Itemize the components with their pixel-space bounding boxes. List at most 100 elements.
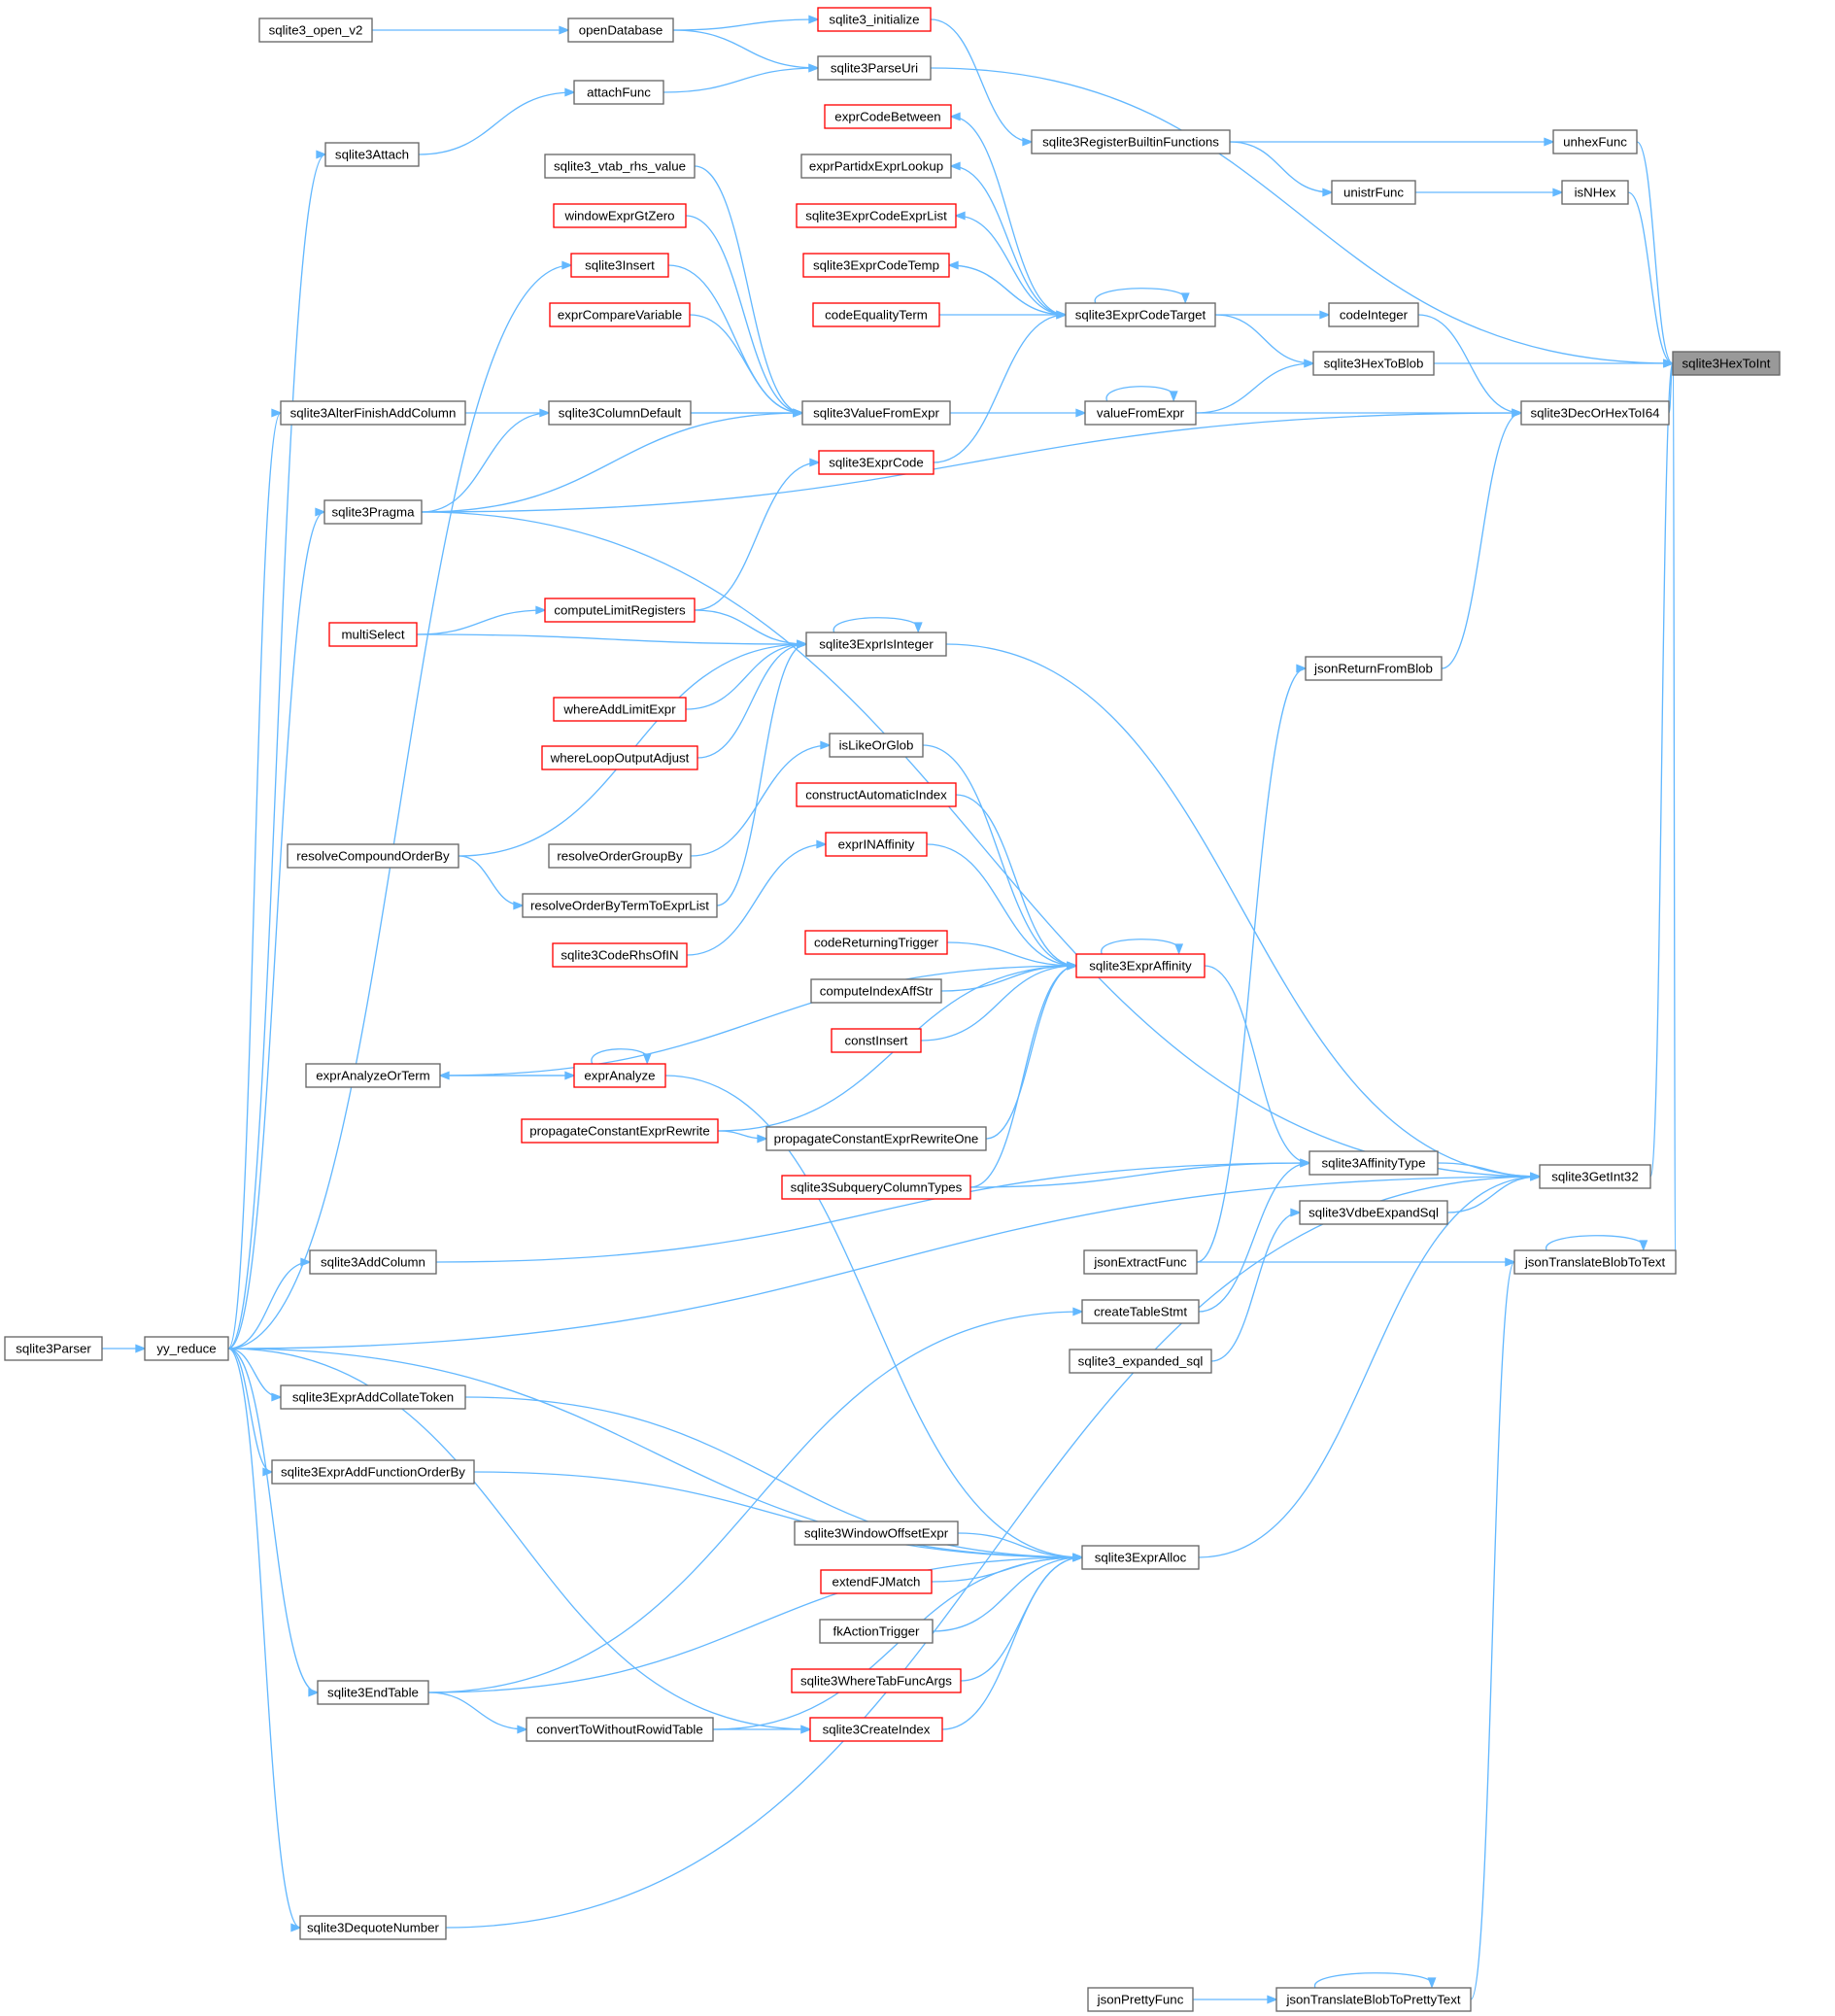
node-box[interactable] bbox=[553, 203, 687, 228]
node-box[interactable] bbox=[1305, 656, 1443, 681]
node-sqlite3-column-default[interactable]: sqlite3ColumnDefault bbox=[548, 400, 692, 426]
node-resolve-order-by-term-to-expr-list[interactable]: resolveOrderByTermToExprList bbox=[522, 893, 718, 918]
node-sqlite3-expr-code-temp[interactable]: sqlite3ExprCodeTemp bbox=[802, 253, 950, 278]
node-sqlite3-expr-is-integer[interactable]: sqlite3ExprIsInteger bbox=[805, 632, 947, 657]
node-box[interactable] bbox=[805, 632, 947, 657]
node-sqlite3-expr-code-target[interactable]: sqlite3ExprCodeTarget bbox=[1065, 302, 1216, 327]
node-sqlite3-dec-or-hex-to-i64[interactable]: sqlite3DecOrHexToI64 bbox=[1520, 400, 1670, 426]
node-box[interactable] bbox=[1083, 1249, 1198, 1275]
node-box[interactable] bbox=[804, 930, 948, 955]
node-expr-compare-variable[interactable]: exprCompareVariable bbox=[549, 302, 691, 327]
node-box[interactable] bbox=[1312, 351, 1435, 376]
node-box[interactable] bbox=[309, 1249, 437, 1275]
node-expr-partidx-expr-lookup[interactable]: exprPartidxExprLookup bbox=[800, 154, 952, 179]
node-sqlite3-parser[interactable]: sqlite3Parser bbox=[4, 1336, 103, 1361]
node-box[interactable] bbox=[791, 1668, 962, 1693]
node-sqlite3-vtab-rhs-value[interactable]: sqlite3_vtab_rhs_value bbox=[544, 154, 696, 179]
node-box[interactable] bbox=[1031, 129, 1231, 154]
node-unistr-func[interactable]: unistrFunc bbox=[1331, 180, 1416, 205]
node-box[interactable] bbox=[287, 843, 459, 869]
node-box[interactable] bbox=[818, 450, 934, 475]
node-box[interactable] bbox=[1081, 1299, 1200, 1324]
node-sqlite3-register-builtin-functions[interactable]: sqlite3RegisterBuiltinFunctions bbox=[1031, 129, 1231, 154]
node-box[interactable] bbox=[831, 1028, 922, 1053]
node-box[interactable] bbox=[1328, 302, 1419, 327]
node-box[interactable] bbox=[796, 203, 957, 228]
node-json-pretty-func[interactable]: jsonPrettyFunc bbox=[1087, 1987, 1194, 2012]
node-box[interactable] bbox=[324, 142, 420, 167]
node-box[interactable] bbox=[801, 400, 951, 426]
node-expr-analyze-or-term[interactable]: exprAnalyzeOrTerm bbox=[305, 1063, 441, 1088]
node-box[interactable] bbox=[280, 400, 466, 426]
node-create-table-stmt[interactable]: createTableStmt bbox=[1081, 1299, 1200, 1324]
node-box[interactable] bbox=[796, 782, 957, 807]
node-sqlite3-add-column[interactable]: sqlite3AddColumn bbox=[309, 1249, 437, 1275]
node-expr-code-between[interactable]: exprCodeBetween bbox=[824, 104, 952, 129]
node-box[interactable] bbox=[544, 154, 696, 179]
node-box[interactable] bbox=[144, 1336, 229, 1361]
node-sqlite3-get-int32[interactable]: sqlite3GetInt32 bbox=[1539, 1164, 1651, 1189]
node-json-return-from-blob[interactable]: jsonReturnFromBlob bbox=[1305, 656, 1443, 681]
node-sqlite3-value-from-expr[interactable]: sqlite3ValueFromExpr bbox=[801, 400, 951, 426]
node-convert-to-without-rowid-table[interactable]: convertToWithoutRowidTable bbox=[526, 1717, 714, 1742]
node-box[interactable] bbox=[829, 733, 924, 758]
node-open-database[interactable]: openDatabase bbox=[567, 17, 674, 43]
node-code-equality-term[interactable]: codeEqualityTerm bbox=[812, 302, 940, 327]
node-box[interactable] bbox=[573, 80, 664, 105]
node-box[interactable] bbox=[1087, 1987, 1194, 2012]
node-box[interactable] bbox=[765, 1126, 987, 1151]
node-extend-fjmatch[interactable]: extendFJMatch bbox=[820, 1569, 933, 1594]
node-box[interactable] bbox=[258, 17, 373, 43]
node-sqlite3-expanded-sql[interactable]: sqlite3_expanded_sql bbox=[1069, 1349, 1212, 1374]
node-where-add-limit-expr[interactable]: whereAddLimitExpr bbox=[553, 697, 687, 722]
node-value-from-expr[interactable]: valueFromExpr bbox=[1084, 400, 1197, 426]
node-unhex-func[interactable]: unhexFunc bbox=[1552, 129, 1638, 154]
node-sqlite3-open-v2[interactable]: sqlite3_open_v2 bbox=[258, 17, 373, 43]
node-sqlite3-subquery-column-types[interactable]: sqlite3SubqueryColumnTypes bbox=[781, 1175, 971, 1200]
node-sqlite3-expr-code-expr-list[interactable]: sqlite3ExprCodeExprList bbox=[796, 203, 957, 228]
node-sqlite3-window-offset-expr[interactable]: sqlite3WindowOffsetExpr bbox=[794, 1521, 959, 1546]
node-box[interactable] bbox=[1275, 1987, 1472, 2012]
node-box[interactable] bbox=[817, 55, 932, 81]
node-construct-automatic-index[interactable]: constructAutomaticIndex bbox=[796, 782, 957, 807]
node-json-extract-func[interactable]: jsonExtractFunc bbox=[1083, 1249, 1198, 1275]
node-compute-limit-registers[interactable]: computeLimitRegisters bbox=[544, 598, 696, 623]
node-sqlite3-expr-code[interactable]: sqlite3ExprCode bbox=[818, 450, 934, 475]
node-box[interactable] bbox=[570, 253, 669, 278]
node-box[interactable] bbox=[521, 1118, 719, 1144]
node-sqlite3-hex-to-blob[interactable]: sqlite3HexToBlob bbox=[1312, 351, 1435, 376]
node-box[interactable] bbox=[548, 843, 692, 869]
node-propagate-constant-expr-rewrite[interactable]: propagateConstantExprRewrite bbox=[521, 1118, 719, 1144]
node-box[interactable] bbox=[1084, 400, 1197, 426]
node-sqlite3-vdbe-expand-sql[interactable]: sqlite3VdbeExpandSql bbox=[1299, 1200, 1448, 1225]
node-sqlite3-end-table[interactable]: sqlite3EndTable bbox=[317, 1680, 429, 1705]
node-box[interactable] bbox=[1513, 1249, 1677, 1275]
node-sqlite3-parse-uri[interactable]: sqlite3ParseUri bbox=[817, 55, 932, 81]
node-code-integer[interactable]: codeInteger bbox=[1328, 302, 1419, 327]
node-box[interactable] bbox=[819, 1619, 934, 1644]
node-is-like-or-glob[interactable]: isLikeOrGlob bbox=[829, 733, 924, 758]
node-expr-inaffinity[interactable]: exprINAffinity bbox=[825, 832, 928, 857]
node-box[interactable] bbox=[4, 1336, 103, 1361]
node-is-nhex[interactable]: isNHex bbox=[1561, 180, 1629, 205]
node-box[interactable] bbox=[299, 1915, 447, 1940]
node-box[interactable] bbox=[1065, 302, 1216, 327]
node-sqlite3-alter-finish-add-column[interactable]: sqlite3AlterFinishAddColumn bbox=[280, 400, 466, 426]
node-box[interactable] bbox=[1308, 1150, 1439, 1176]
node-box[interactable] bbox=[1081, 1545, 1200, 1570]
node-sqlite3-attach[interactable]: sqlite3Attach bbox=[324, 142, 420, 167]
node-yy-reduce[interactable]: yy_reduce bbox=[144, 1336, 229, 1361]
node-box[interactable] bbox=[1331, 180, 1416, 205]
node-sqlite3-code-rhs-of-in[interactable]: sqlite3CodeRhsOfIN bbox=[552, 942, 688, 968]
node-sqlite3-create-index[interactable]: sqlite3CreateIndex bbox=[809, 1717, 943, 1742]
node-box[interactable] bbox=[802, 253, 950, 278]
node-box[interactable] bbox=[552, 942, 688, 968]
node-sqlite3-affinity-type[interactable]: sqlite3AffinityType bbox=[1308, 1150, 1439, 1176]
node-box[interactable] bbox=[1561, 180, 1629, 205]
node-json-translate-blob-to-pretty-text[interactable]: jsonTranslateBlobToPrettyText bbox=[1275, 1987, 1472, 2012]
node-expr-analyze[interactable]: exprAnalyze bbox=[573, 1063, 666, 1088]
node-resolve-compound-order-by[interactable]: resolveCompoundOrderBy bbox=[287, 843, 459, 869]
node-box[interactable] bbox=[317, 1680, 429, 1705]
node-propagate-constant-expr-rewrite-one[interactable]: propagateConstantExprRewriteOne bbox=[765, 1126, 987, 1151]
node-fk-action-trigger[interactable]: fkActionTrigger bbox=[819, 1619, 934, 1644]
